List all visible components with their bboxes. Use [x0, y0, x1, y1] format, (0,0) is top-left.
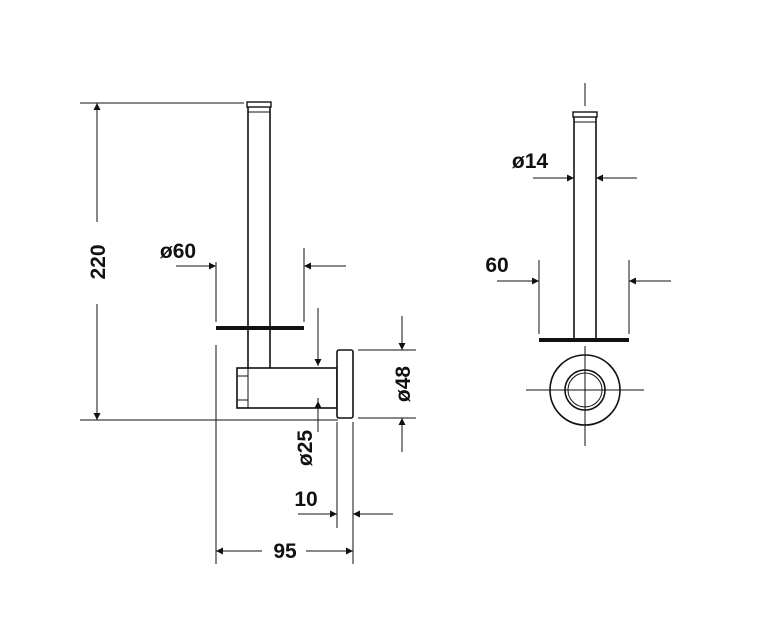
- front-plate: [539, 338, 629, 342]
- front-rod: [572, 111, 598, 340]
- dim-label-ø48: ø48: [392, 366, 415, 403]
- dim-label-10: 10: [294, 488, 317, 511]
- dim-height-220: 220: [87, 103, 110, 420]
- dim-plate-side-60: ø60: [160, 240, 346, 270]
- dim-label-95: 95: [273, 540, 297, 563]
- dim-label-ø25: ø25: [294, 430, 317, 467]
- dim-thickness-10: 10: [294, 488, 393, 518]
- dim-label-60: 60: [485, 254, 508, 277]
- dim-arm-25: ø25: [294, 308, 322, 467]
- front-extension-lines: [538, 260, 630, 334]
- dim-base-48: ø48: [392, 316, 415, 452]
- dim-label-220: 220: [87, 244, 110, 279]
- dim-rod-14: ø14: [512, 150, 637, 182]
- dim-depth-95: 95: [216, 540, 353, 563]
- side-view: 220 ø60 ø48 ø25 10 9: [80, 101, 416, 564]
- dim-label-ø14: ø14: [512, 150, 549, 173]
- dim-label-ø60: ø60: [160, 240, 196, 263]
- side-arm: [236, 367, 338, 409]
- side-extension-lines: [80, 102, 416, 564]
- side-plate: [216, 326, 304, 330]
- front-center-lines: [526, 83, 644, 446]
- front-view: ø14 60: [485, 83, 671, 446]
- side-rod: [246, 101, 272, 368]
- side-rosette: [336, 349, 354, 419]
- dim-plate-front-60: 60: [485, 254, 671, 285]
